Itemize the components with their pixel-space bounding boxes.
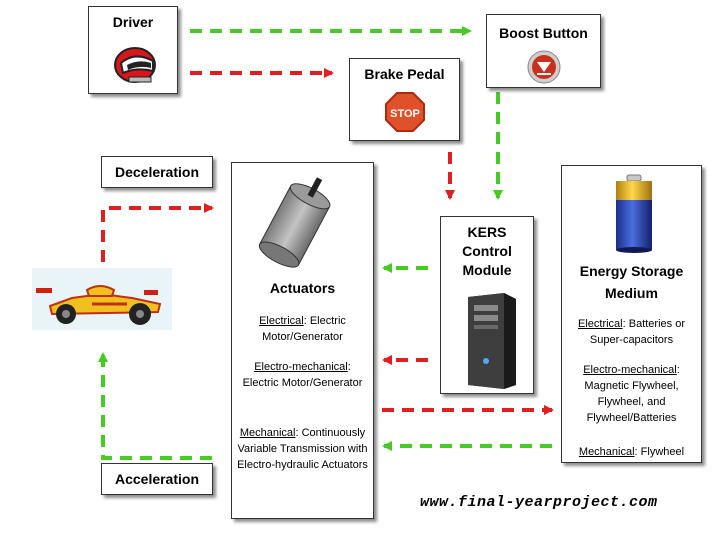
driver-title: Driver — [89, 14, 177, 30]
acceleration-label: Acceleration — [101, 463, 213, 495]
driver-box: Driver — [88, 6, 178, 94]
arrow-car-acceleration — [103, 354, 212, 458]
boost-button-box: Boost Button — [486, 14, 601, 88]
storage-electrical: Electrical: Batteries or Super-capacitor… — [566, 316, 697, 348]
energy-storage-box: Energy Storage Medium Electrical: Batter… — [561, 165, 702, 463]
storage-mechanical-label: Mechanical — [579, 446, 635, 458]
actuators-electromech: Electro-mechanical: Electric Motor/Gener… — [236, 359, 369, 391]
storage-electrical-label: Electrical — [578, 318, 623, 330]
stop-sign-text: STOP — [390, 108, 420, 120]
watermark-url: www.final-yearproject.com — [420, 494, 658, 511]
storage-mechanical: Mechanical: Flywheel — [566, 444, 697, 460]
actuators-title: Actuators — [232, 280, 373, 296]
storage-electromech-label: Electro-mechanical — [583, 364, 677, 376]
kers-box: KERS Control Module — [440, 216, 534, 394]
cylinder-actuator-icon — [257, 171, 337, 271]
actuators-box: Actuators Electrical: Electric Motor/Gen… — [231, 162, 374, 519]
kers-title: KERS Control Module — [451, 223, 523, 280]
actuators-electromech-label: Electro-mechanical — [254, 361, 348, 373]
actuators-mechanical-label: Mechanical — [240, 427, 296, 439]
race-car-icon — [32, 268, 172, 330]
brake-pedal-title: Brake Pedal — [350, 66, 459, 82]
battery-icon — [612, 174, 656, 254]
storage-mechanical-text: : Flywheel — [635, 446, 685, 458]
deceleration-label: Deceleration — [101, 156, 213, 188]
server-tower-icon — [458, 291, 518, 391]
storage-electromech: Electro-mechanical: Magnetic Flywheel, F… — [566, 362, 697, 426]
arrow-car-deceleration — [103, 208, 212, 262]
boost-button-title: Boost Button — [487, 25, 600, 41]
helmet-icon — [109, 41, 161, 85]
actuators-electrical: Electrical: Electric Motor/Generator — [236, 313, 369, 345]
energy-storage-title: Energy Storage Medium — [572, 260, 691, 304]
brake-pedal-box: Brake Pedal STOP — [349, 58, 460, 141]
boost-button-icon — [527, 50, 561, 84]
stop-sign-icon: STOP — [385, 92, 425, 132]
actuators-mechanical: Mechanical: Continuously Variable Transm… — [236, 425, 369, 473]
actuators-electrical-label: Electrical — [259, 315, 304, 327]
